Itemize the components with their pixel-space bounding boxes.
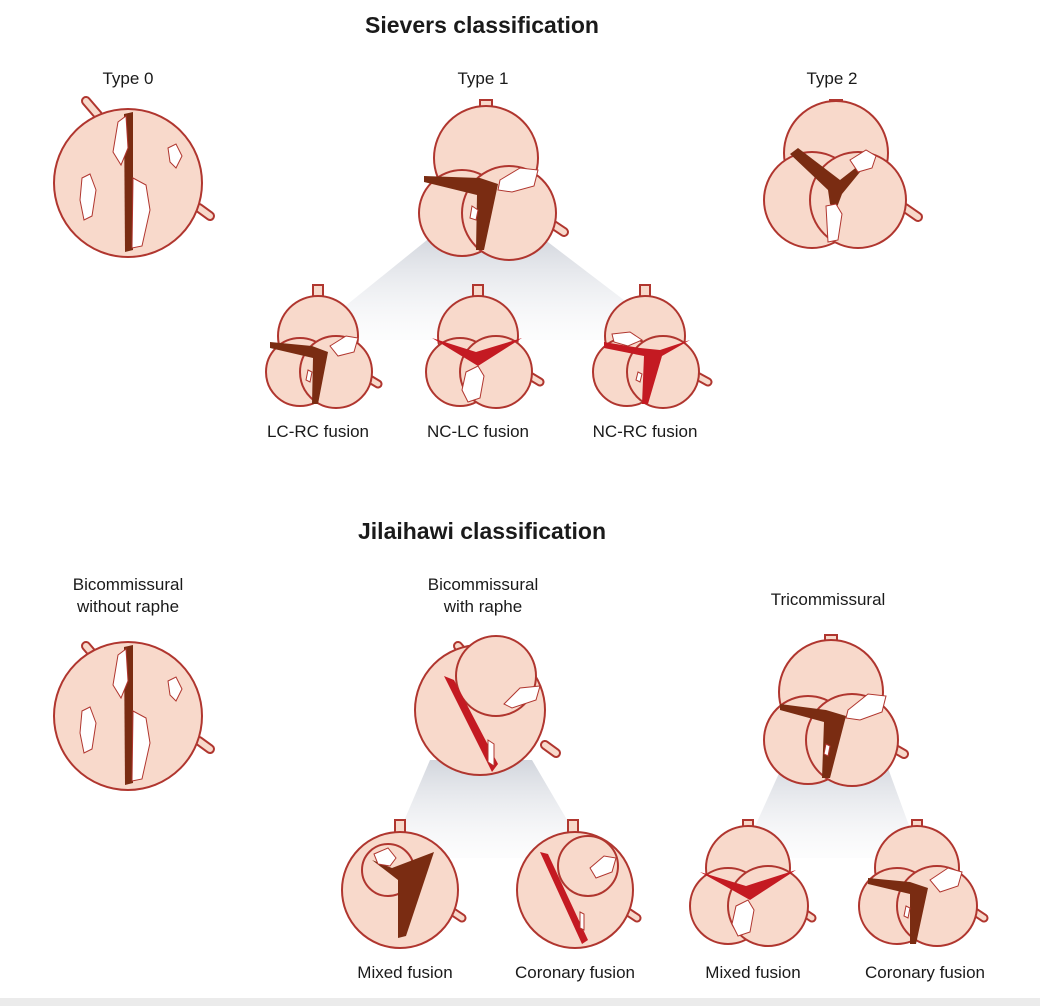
- valve-coronary-fusion-bicommissural: [516, 819, 642, 949]
- valve-nc-rc-fusion: [592, 284, 713, 409]
- valve-bicommissural-without-raphe: [53, 641, 215, 791]
- valve-bicommissural-with-raphe: [414, 635, 561, 776]
- label-line: Bicommissural: [72, 575, 184, 594]
- fan-type1: [328, 236, 650, 340]
- label-mixed-fusion-1: Mixed fusion: [357, 963, 453, 982]
- valve-type-0: [53, 96, 215, 258]
- valve-lc-rc-fusion: [265, 284, 383, 409]
- label-bicommissural-without-raphe: Bicommissural without raphe: [38, 574, 218, 618]
- label-line: Bicommissural: [427, 575, 539, 594]
- sievers-title: Sievers classification: [365, 12, 599, 38]
- valve-coronary-fusion-tricommissural: [858, 819, 989, 947]
- label-coronary-fusion-2: Coronary fusion: [864, 963, 985, 982]
- label-type-1: Type 1: [457, 69, 509, 88]
- label-type-0: Type 0: [102, 69, 154, 88]
- bottom-strip: [0, 998, 1040, 1006]
- fan-tricommissural: [748, 760, 915, 858]
- label-coronary-fusion-1: Coronary fusion: [514, 963, 635, 982]
- fan-bicommissural-raphe: [395, 760, 580, 858]
- label-line: with raphe: [443, 597, 523, 616]
- label-tricommissural: Tricommissural: [770, 590, 886, 609]
- label-bicommissural-with-raphe: Bicommissural with raphe: [393, 574, 573, 618]
- valve-mixed-fusion-bicommissural: [341, 819, 467, 949]
- label-nc-lc-fusion: NC-LC fusion: [426, 422, 530, 441]
- label-line: without raphe: [76, 597, 180, 616]
- valve-tricommissural: [763, 634, 909, 787]
- label-mixed-fusion-2: Mixed fusion: [705, 963, 801, 982]
- valve-mixed-fusion-tricommissural: [689, 819, 817, 947]
- jilaihawi-title: Jilaihawi classification: [358, 518, 606, 544]
- label-nc-rc-fusion: NC-RC fusion: [592, 422, 698, 441]
- label-lc-rc-fusion: LC-RC fusion: [266, 422, 370, 441]
- valve-type-2: [763, 99, 923, 249]
- valve-type-1: [418, 99, 569, 261]
- label-type-2: Type 2: [806, 69, 858, 88]
- valve-nc-lc-fusion: [425, 284, 545, 409]
